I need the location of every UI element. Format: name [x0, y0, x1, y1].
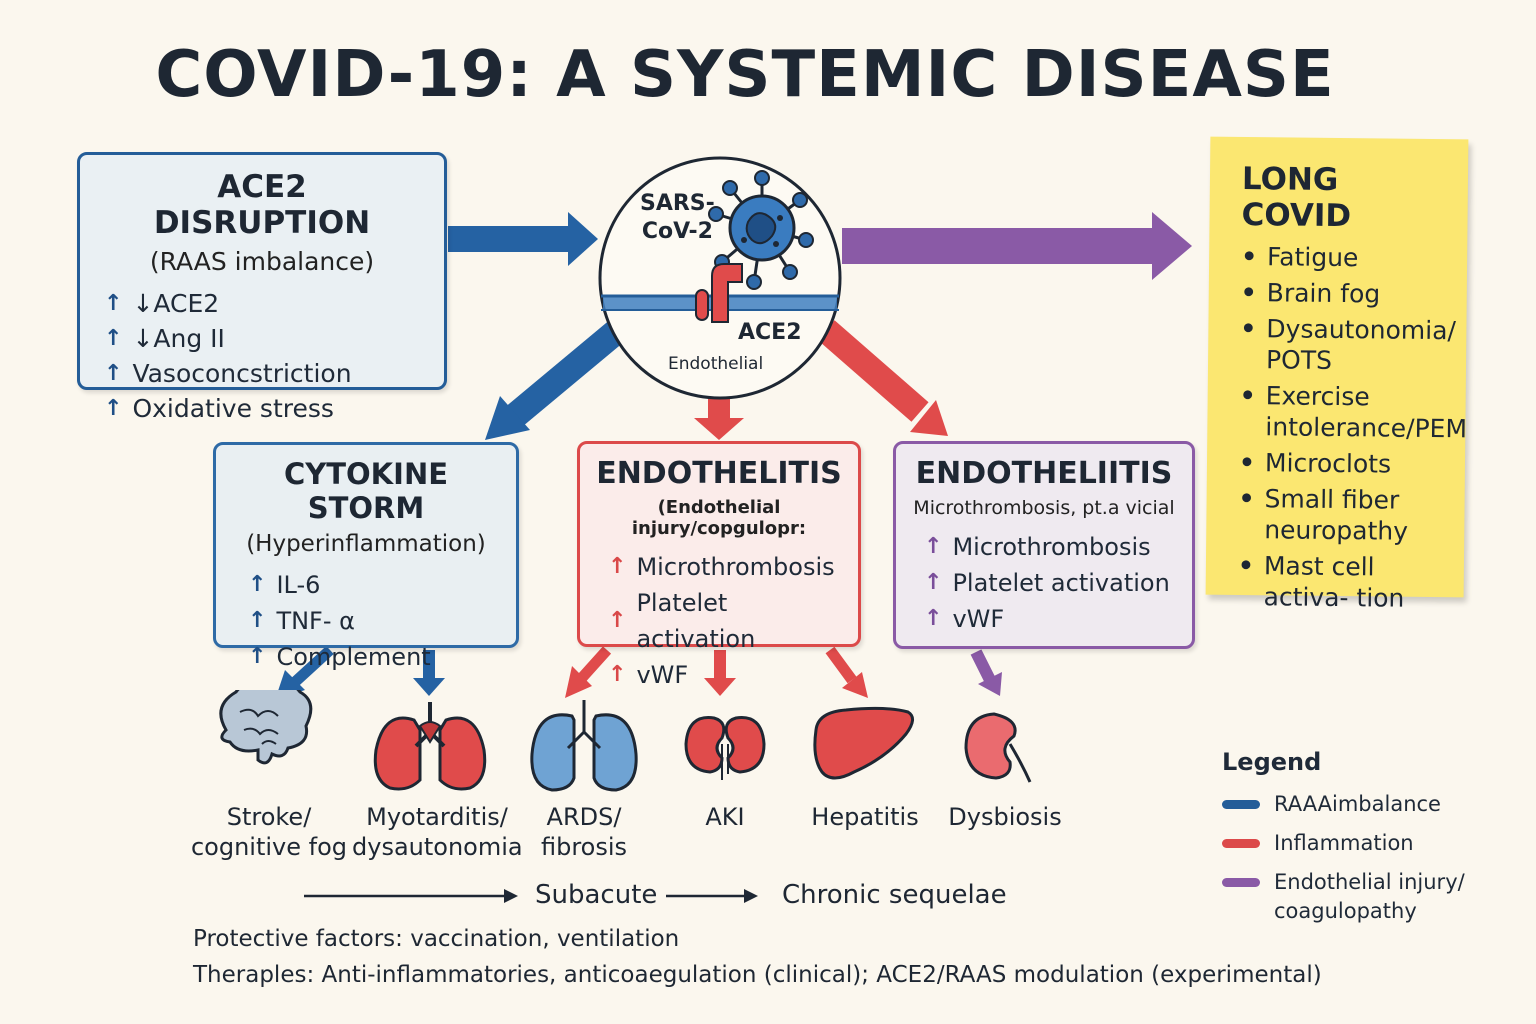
timeline-subacute: Subacute	[535, 880, 658, 910]
arrow-up-icon: ↑	[248, 644, 267, 669]
legend-item-inflammation: Inflammation	[1222, 829, 1512, 858]
long-covid-note: LONG COVID Fatigue Brain fog Dysautonomi…	[1205, 136, 1469, 613]
long-covid-title: LONG COVID	[1241, 160, 1352, 235]
protective-factors: Protective factors: vaccination, ventila…	[193, 926, 680, 952]
endotheliitis-box-title: ENDOTHELIITIS	[915, 456, 1173, 491]
endotheliitis-box: ENDOTHELIITIS Microthrombosis, pt.a vici…	[893, 441, 1195, 649]
endothelitis-box-subtitle: (Endothelial injury/copgulopr:	[631, 497, 807, 539]
list-item: ↑Complement	[248, 639, 506, 675]
page-title: COVID-19: A SYSTEMIC DISEASE	[155, 38, 1335, 112]
endotheliitis-box-subtitle: Microthrombosis, pt.a vicial	[913, 497, 1175, 519]
arrow-up-icon: ↑	[924, 606, 943, 631]
kidney-icon	[964, 712, 1032, 783]
lungs-icon	[530, 700, 638, 792]
organ-label-lungs: ARDS/ fibrosis	[540, 803, 628, 861]
arrow-up-icon: ↑	[248, 608, 267, 633]
list-item: ↑vWF	[608, 657, 850, 693]
therapies: Theraples: Anti-inflammatories, anticoae…	[193, 962, 1322, 988]
arrow-up-icon: ↑	[924, 570, 943, 595]
arrow-endothelitis-to-lungs	[565, 646, 612, 698]
list-item: ↑Platelet activation	[924, 565, 1184, 601]
organ-label-liver: Hepatitis	[811, 803, 919, 831]
list-item: Dysautonomia/ POTS	[1236, 313, 1456, 377]
arrow-endothelitis-to-kidney	[704, 650, 736, 696]
arrow-virus-to-long-covid	[842, 212, 1192, 280]
legend-item-raas: RAAAimbalance	[1222, 790, 1512, 819]
list-item: Small fiber neuropathy	[1234, 483, 1453, 547]
list-item: Fatigue	[1237, 241, 1455, 274]
list-item: ↑↓ACE2	[104, 286, 420, 321]
timeline-arrows	[304, 889, 758, 903]
cytokine-storm-box: CYTOKINE STORM (Hyperinflammation) ↑IL-6…	[213, 442, 519, 671]
list-item: ↑Vasoconcstriction	[104, 356, 420, 391]
list-item: Mast cell activa- tion	[1233, 550, 1452, 614]
arrow-up-icon: ↑	[104, 326, 123, 351]
organ-label-gut: Dysbiosis	[948, 803, 1062, 831]
endothelial-label: Endothelial	[668, 354, 764, 374]
list-item: Exercise intolerance/PEM	[1235, 380, 1467, 444]
list-item: ↑Oxidative stress	[104, 391, 420, 426]
arrow-virus-to-cytokine	[485, 320, 627, 440]
kidney-icon	[684, 716, 766, 780]
ace2-receptor-icon	[695, 263, 743, 323]
virus-icon	[708, 170, 814, 290]
organ-label-kidney: AKI	[705, 803, 745, 831]
legend-swatch	[1222, 839, 1260, 848]
arrow-up-icon: ↑	[924, 534, 943, 559]
legend-item-endothelial: Endothelial injury/ coagulopathy	[1222, 868, 1512, 926]
arrow-endotheliitis-to-gut	[970, 649, 1002, 696]
list-item: ↑IL-6	[248, 567, 506, 603]
brain-icon	[219, 690, 313, 765]
organ-icons	[219, 690, 1032, 792]
timeline-chronic: Chronic sequelae	[782, 880, 1007, 910]
legend: Legend RAAAimbalance Inflammation Endoth…	[1222, 748, 1512, 936]
arrow-up-icon: ↑	[608, 608, 627, 633]
organ-label-brain: Stroke/ cognitive fog	[190, 803, 348, 861]
ace2-box-title: ACE2 DISRUPTION	[153, 169, 371, 241]
arrow-cytokine-to-heart	[413, 650, 445, 696]
ace2-box-subtitle: (RAAS imbalance)	[149, 247, 375, 276]
arrow-up-icon: ↑	[104, 361, 123, 386]
ace2-disruption-box: ACE2 DISRUPTION (RAAS imbalance) ↑↓ACE2 …	[77, 152, 447, 423]
endothelitis-box-title: ENDOTHELITIS	[596, 456, 842, 491]
legend-swatch	[1222, 878, 1260, 887]
organ-label-heart: Myotarditis/ dysautonomia	[352, 803, 523, 861]
virus-label: SARS- CoV-2	[640, 191, 715, 244]
list-item: ↑vWF	[924, 601, 1184, 637]
list-item: ↑Microthrombosis	[924, 529, 1184, 565]
arrow-virus-to-endotheliitis	[817, 320, 948, 436]
endothelitis-box: ENDOTHELITIS (Endothelial injury/copgulo…	[577, 441, 861, 689]
liver-icon	[813, 706, 914, 780]
heart-lungs-icon	[373, 702, 487, 791]
list-item: ↑Microthrombosis	[608, 549, 850, 585]
list-item: ↑↓Ang II	[104, 321, 420, 356]
ace2-label: ACE2	[738, 320, 802, 345]
legend-title: Legend	[1222, 748, 1322, 776]
list-item: ↑TNF- α	[248, 603, 506, 639]
list-item: Microclots	[1235, 447, 1453, 480]
arrow-up-icon: ↑	[104, 396, 123, 421]
arrow-up-icon: ↑	[248, 572, 267, 597]
arrow-up-icon: ↑	[608, 554, 627, 579]
legend-swatch	[1222, 800, 1260, 809]
arrow-virus-to-endothelitis	[694, 392, 744, 440]
cytokine-box-title: CYTOKINE STORM	[283, 457, 449, 525]
list-item: ↑Platelet activation	[608, 589, 756, 653]
list-item: Brain fog	[1237, 277, 1455, 310]
arrow-ace2-to-virus	[448, 212, 598, 266]
cytokine-box-subtitle: (Hyperinflammation)	[246, 531, 486, 557]
arrow-up-icon: ↑	[104, 291, 123, 316]
arrow-endothelitis-to-liver	[825, 646, 868, 698]
arrow-up-icon: ↑	[608, 662, 627, 687]
